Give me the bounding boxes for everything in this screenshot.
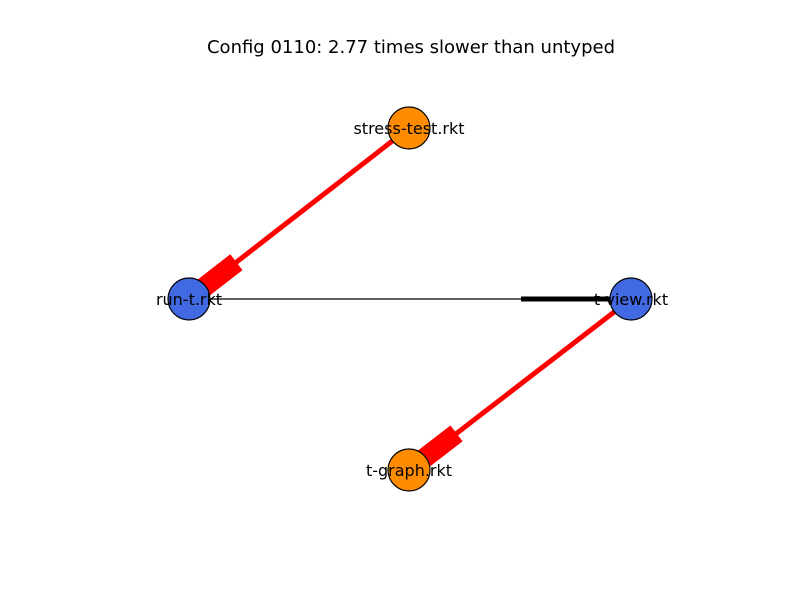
nodes-layer — [167, 106, 653, 492]
node-label-t-graph: t-graph.rkt — [366, 461, 452, 480]
labels-layer: stress-test.rkt run-t.rkt t-view.rkt t-grap… — [156, 119, 668, 480]
node-run-t — [167, 277, 211, 321]
node-stress-test — [387, 106, 431, 150]
edges-layer — [187, 126, 633, 472]
node-label-stress-test: stress-test.rkt — [353, 119, 464, 138]
figure-title: Config 0110: 2.77 times slower than unty… — [207, 37, 615, 58]
edge-stress-test-to-run-t — [187, 126, 411, 301]
node-t-graph — [387, 448, 431, 492]
node-t-view — [609, 277, 653, 321]
node-label-run-t: run-t.rkt — [156, 290, 222, 309]
node-label-t-view: t-view.rkt — [594, 290, 668, 309]
edge-t-view-to-t-graph — [407, 297, 633, 472]
